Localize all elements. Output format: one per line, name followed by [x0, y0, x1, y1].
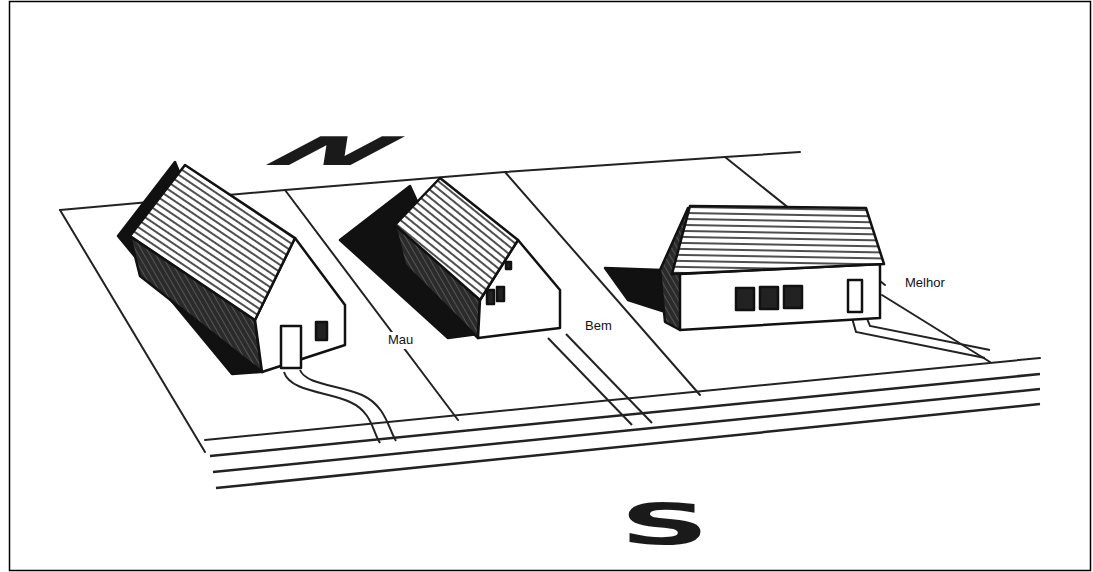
house-door [281, 326, 301, 368]
house-label: Bem [583, 318, 614, 335]
house-roof [395, 178, 518, 300]
house-window [506, 262, 511, 269]
house-label: Mau [386, 332, 415, 349]
garden-path [852, 318, 985, 358]
compass-letter: S [620, 496, 710, 554]
house-window [487, 290, 494, 304]
garden-path [866, 316, 990, 350]
house-good [340, 178, 560, 338]
street-line [216, 404, 1040, 488]
frame [10, 2, 1091, 571]
house-window [497, 287, 504, 301]
house-window [316, 322, 327, 340]
street-lines [210, 374, 1040, 488]
house-door [848, 280, 862, 312]
garden-path [548, 338, 632, 425]
house-roof [130, 165, 295, 320]
house-window [784, 286, 802, 308]
house-window [736, 288, 754, 310]
garden-paths [284, 316, 990, 443]
house-window [760, 287, 778, 309]
house-roof [672, 206, 884, 274]
lot-edge [882, 295, 990, 362]
house-label: Melhor [903, 275, 947, 292]
garden-path [566, 334, 652, 423]
garden-path [300, 370, 396, 441]
garden-path [284, 372, 380, 443]
street-line [213, 389, 1040, 472]
sidewalk-line [205, 358, 1040, 440]
lot-lines [60, 152, 1040, 452]
house-front-wall [680, 264, 880, 330]
house-bad [118, 162, 345, 374]
compass-letter: N [242, 131, 425, 171]
house-best [605, 206, 884, 330]
